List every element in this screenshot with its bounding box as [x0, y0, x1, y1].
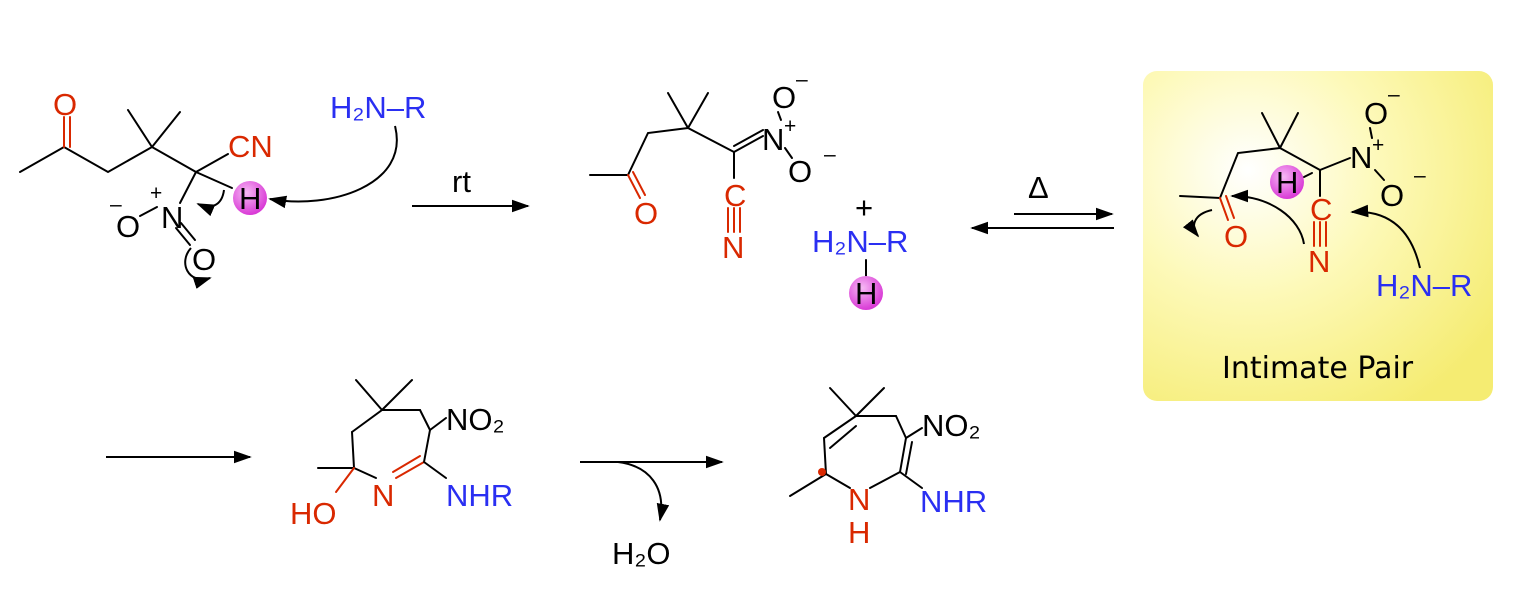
nitronate-nitrogen: N — [762, 122, 784, 157]
ammonium-proton: H — [855, 276, 877, 311]
ammonium-label: H₂N–R — [812, 224, 908, 259]
curved-arrow-no-to-o — [184, 247, 212, 289]
cyano-group: CN — [228, 129, 273, 164]
curved-arrow-pair-nitrile — [1230, 189, 1305, 245]
nitronate-plus: + — [784, 115, 796, 138]
pair-minus-top: – — [1388, 83, 1400, 106]
intimate-pair-complex: H O N + O – O – C N H₂N–R — [1179, 83, 1472, 303]
product-nitro: NO₂ — [922, 408, 981, 443]
nitronate-intermediate: O N + O – O – C N — [589, 68, 836, 265]
water-byproduct: H₂O — [612, 536, 671, 571]
hemiaminal-ring-nitrogen: N — [372, 478, 394, 513]
starting-material: O CN N + O – O H H₂N–R — [19, 87, 426, 289]
pair-proton-ball — [1270, 165, 1304, 199]
pair-plus: + — [1372, 134, 1384, 157]
nitro-plus: + — [150, 182, 162, 205]
pair-amine: H₂N–R — [1376, 268, 1472, 303]
amine-reagent: H₂N–R — [330, 90, 426, 125]
ammonium-plus: + — [855, 190, 873, 225]
proton-ball — [233, 181, 267, 215]
pair-nitrile-nitrogen: N — [1308, 244, 1330, 279]
curved-arrow-pair-carbonyl — [1182, 209, 1213, 238]
condition-heat: Δ — [1028, 170, 1049, 205]
cyclic-hemiaminal: NO₂ N HO NHR — [290, 379, 513, 531]
curved-arrow-pair-amine — [1350, 204, 1421, 269]
ketone-oxygen: O — [53, 87, 77, 122]
radical-dot — [818, 468, 826, 476]
intimate-pair-box — [1143, 71, 1493, 401]
product-ring-nitrogen: N — [848, 482, 870, 517]
nitrile-carbon: C — [724, 178, 746, 213]
pair-ketone-oxygen: O — [1224, 219, 1248, 254]
nitro-nitrogen: N — [161, 200, 183, 235]
nitro-oxygen-bottom: O — [192, 242, 216, 277]
ammonium-ion: + H₂N–R H — [812, 190, 908, 311]
pair-proton: H — [1276, 165, 1298, 200]
nitronate-minus-bottom: – — [824, 143, 836, 166]
nitrile-nitrogen: N — [722, 230, 744, 265]
pair-nitrile-carbon: C — [1310, 192, 1332, 227]
pair-oxygen-top: O — [1364, 96, 1388, 131]
pair-oxygen-bottom: O — [1380, 178, 1404, 213]
hemiaminal-hydroxyl: HO — [290, 496, 337, 531]
product-ring-hydrogen: H — [848, 515, 870, 550]
curved-arrow-amine-to-h — [268, 125, 398, 209]
nitronate-minus-top: – — [796, 68, 808, 91]
nitronate-ketone-oxygen: O — [634, 196, 658, 231]
dihydropyridine-product: NO₂ N H NHR — [789, 387, 987, 550]
nitronate-oxygen-top: O — [772, 80, 796, 115]
product-amino: NHR — [920, 484, 987, 519]
curved-arrow-water-loss — [617, 461, 670, 522]
curved-arrow-ch-to-cn — [196, 189, 225, 217]
proton-label: H — [239, 181, 261, 216]
hemiaminal-nitro: NO₂ — [446, 402, 505, 437]
nitronate-oxygen-bottom: O — [788, 154, 812, 189]
hemiaminal-amino: NHR — [446, 478, 513, 513]
pair-nitrogen: N — [1350, 140, 1372, 175]
nitro-minus: – — [110, 193, 122, 216]
condition-rt: rt — [452, 164, 471, 199]
intimate-pair-label: Intimate Pair — [1222, 351, 1414, 386]
pair-minus-bottom: – — [1414, 164, 1426, 187]
nitro-oxygen-left: O — [116, 209, 140, 244]
ammonium-proton-ball — [849, 276, 883, 310]
